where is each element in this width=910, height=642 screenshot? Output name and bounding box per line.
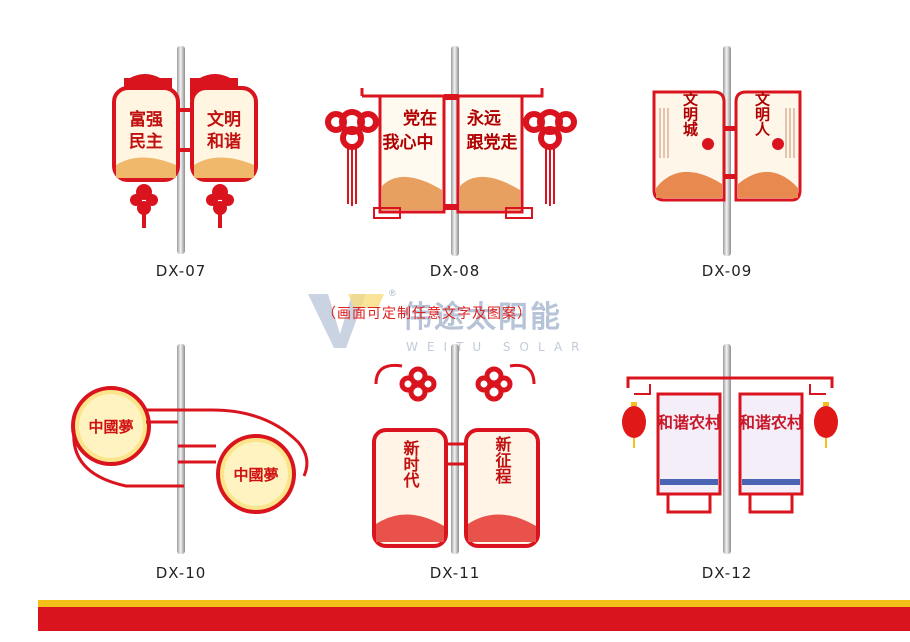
watermark-reg: ® [389, 288, 396, 298]
dx-12-graphic: 和谐农村 和谐农村 [622, 376, 838, 514]
panel-text-left: 党在我心中 [383, 108, 438, 153]
weitu-logo [308, 294, 384, 348]
product-code: DX-10 [155, 564, 207, 582]
product-code: DX-09 [701, 262, 753, 280]
dx-07-graphic: 富强民主 文明和谐 [112, 74, 258, 228]
panel-text-left: 文明城 [681, 91, 699, 138]
panel-text-left: 中國夢 [88, 418, 133, 436]
pole [177, 344, 185, 554]
panel-text-left: 和谐农村 [657, 413, 721, 432]
panel-text-right: 新征程 [493, 435, 512, 484]
product-code: DX-08 [429, 262, 481, 280]
product-code: DX-11 [429, 564, 481, 582]
footer-stripe-red [38, 607, 910, 631]
custom-note: （画面可定制任意文字及图案） [322, 306, 532, 322]
dx-11-graphic: 新时代 新征程 [372, 363, 540, 548]
panel-text-right: 中國夢 [233, 466, 278, 484]
panel-text-right: 和谐农村 [739, 413, 803, 432]
dx-10-graphic: 中國夢 中國夢 [71, 386, 309, 514]
panel-text-left: 新时代 [401, 439, 421, 489]
pole [451, 344, 459, 554]
panel-text-right: 永远跟党走 [466, 108, 518, 153]
panel-text-right: 文明人 [753, 91, 771, 137]
dx-08-graphic: 党在我心中 永远跟党走 [325, 88, 577, 219]
pole [723, 46, 731, 256]
pole [451, 46, 459, 256]
pole [723, 344, 731, 554]
watermark-brand: 伟途太阳能 [402, 300, 562, 335]
product-code: DX-12 [701, 564, 753, 582]
panel-text-right: 文明和谐 [207, 109, 241, 152]
panel-text-left: 富强民主 [129, 109, 163, 152]
dx-09-graphic: 文明城 文明人 [652, 90, 802, 202]
watermark-brand-en: WEITU SOLAR [406, 340, 589, 354]
product-code: DX-07 [155, 262, 207, 280]
footer-stripe-yellow [38, 600, 910, 607]
